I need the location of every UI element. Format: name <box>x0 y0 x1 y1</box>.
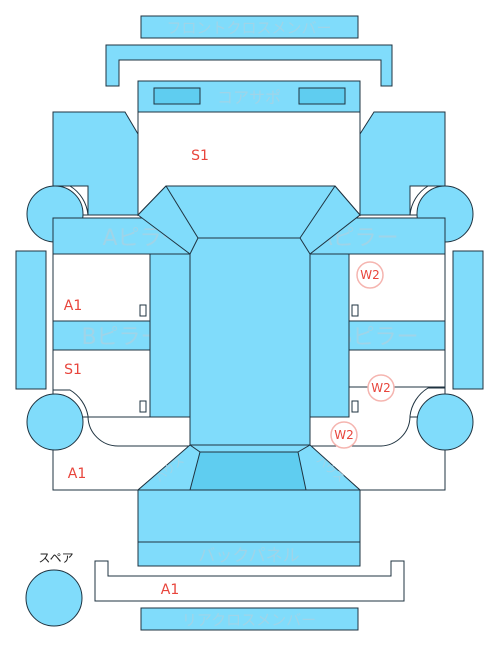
damage-w2-right-mid: W2 <box>367 374 395 402</box>
damage-s1-left: S1 <box>64 362 82 378</box>
cabin-floor-center <box>189 237 311 446</box>
front-cross-member-label: フロントクロスメンバー <box>166 19 331 37</box>
right-rear-wheel <box>416 393 474 451</box>
damage-a1-left-rear: A1 <box>68 466 86 482</box>
svg-text:W2: W2 <box>334 428 354 442</box>
back-panel <box>137 541 361 567</box>
left-floor-rail <box>149 253 191 418</box>
svg-text:W2: W2 <box>371 381 391 395</box>
spare-tire <box>25 569 83 627</box>
trunk-floor <box>137 489 361 543</box>
left-rear-marker <box>139 400 147 413</box>
left-front-door-area <box>52 253 151 322</box>
damage-s1-front: S1 <box>191 148 209 164</box>
rear-floor-edge-left <box>189 444 201 453</box>
left-b-pillar-label: Bピラー <box>81 325 162 350</box>
spare-label: スペア <box>38 551 73 565</box>
right-rear-door-area <box>348 349 446 388</box>
roof-edge-right <box>299 185 336 239</box>
right-floor-rail <box>309 253 350 418</box>
rear-floor-edge-right <box>297 444 311 453</box>
core-support-label: コアサポ <box>217 88 281 107</box>
roof-edge-left <box>165 185 199 239</box>
front-bumper-reinforcement <box>105 44 393 87</box>
core-support-left-opening <box>153 87 201 105</box>
damage-w2-right-front: W2 <box>356 261 384 289</box>
damage-a1-left-mid: A1 <box>64 298 82 314</box>
damage-a1-rear: A1 <box>161 582 179 598</box>
left-front-marker <box>139 304 147 317</box>
right-front-apron <box>359 111 446 216</box>
core-support-right-opening <box>298 87 346 105</box>
front-cross-member <box>140 15 359 39</box>
svg-text:W2: W2 <box>360 268 380 282</box>
rear-floor-center <box>189 451 307 491</box>
left-rear-wheel <box>26 393 84 451</box>
back-panel-label: バックパネル <box>198 546 299 566</box>
right-b-pillar-label: Bピラー <box>337 325 418 350</box>
rear-cross-member <box>140 607 359 631</box>
right-front-marker <box>351 304 359 317</box>
damage-w2-right-rear: W2 <box>330 421 358 449</box>
left-rocker-panel <box>15 250 47 390</box>
rear-cross-member-label: リアクロスメンバー <box>182 611 316 629</box>
right-rocker-panel <box>452 250 484 390</box>
right-rear-marker <box>351 400 359 413</box>
rear-bumper-reinforcement <box>94 560 405 602</box>
